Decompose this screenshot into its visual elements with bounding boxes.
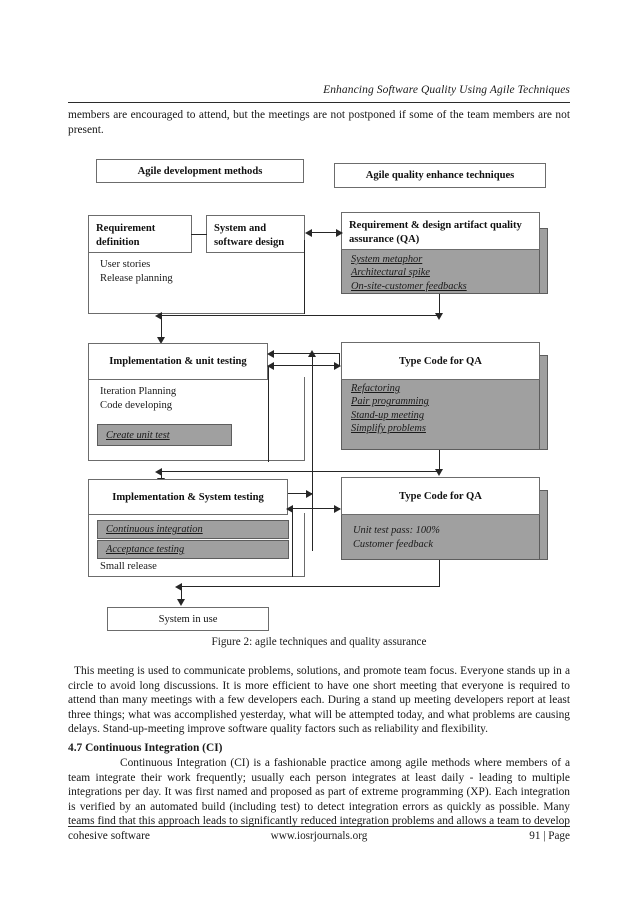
connector-qa1-down [439, 294, 441, 316]
qa-unit-item-3: Simplify problems [351, 423, 426, 435]
arrowhead-into-system-in-use [177, 599, 185, 606]
arrowhead-systest-to-riser [306, 490, 313, 498]
arrowhead-into-impl [157, 337, 165, 344]
footer-rule [68, 826, 570, 828]
node-system-in-use: System in use [107, 607, 269, 631]
connector-into-impl [161, 315, 163, 340]
footer-page-number: 91 | Page [529, 830, 570, 842]
arrowhead-impl-to-qa2-right [334, 362, 341, 370]
node-qa-system: Type Code for QA [341, 477, 540, 515]
connector-qa1-to-impl [162, 315, 440, 317]
connector-impl-to-qa2 [274, 365, 340, 367]
connector-qa2-down [439, 450, 441, 472]
qa-system-item-0: Unit test pass: 100% [353, 525, 440, 536]
connector-central-riser [312, 355, 314, 551]
arrowhead-qa3-to-system-in-use [175, 583, 182, 591]
section-body: Continuous Integration (CI) is a fashion… [68, 757, 570, 842]
arrowhead-qa1-down [435, 313, 443, 320]
connector-qa2-to-impl-top [274, 353, 340, 355]
connector-qa2-riser [339, 353, 341, 366]
node-qa-unit: Type Code for QA [341, 342, 540, 380]
footer-site: www.iosrjournals.org [270, 830, 368, 842]
qa-unit-item-0: Refactoring [351, 383, 401, 394]
arrowhead-qa2-to-impl-top [267, 350, 274, 358]
connector-impl-down-joint [268, 366, 274, 368]
connector-systest-qa3 [293, 508, 340, 510]
arrowhead-design-qa1-right [336, 229, 343, 237]
qa-unit-item-1: Pair programming [351, 396, 429, 408]
connector-qa3-down [439, 560, 441, 587]
connector-into-systest [161, 471, 163, 481]
connector-qa3-to-system-in-use [182, 586, 440, 588]
arrowhead-qa2-down [435, 469, 443, 476]
running-head: Enhancing Software Quality Using Agile T… [323, 84, 570, 96]
qa-system-items: Unit test pass: 100% Customer feedback [353, 524, 440, 551]
system-testing-plain: Small release [100, 561, 157, 572]
connector-into-system-in-use [181, 586, 183, 602]
intro-paragraph: members are encouraged to attend, but th… [68, 109, 570, 136]
node-qa-requirement-design: Requirement & design artifact quality as… [341, 212, 540, 250]
arrowhead-systest-qa3-right [334, 505, 341, 513]
connector-qa2-to-systest [162, 471, 440, 473]
figure-column-title-left: Agile development methods [96, 159, 304, 183]
figure-caption: Figure 2: agile techniques and quality a… [211, 636, 427, 648]
node-implementation-unit-testing: Implementation & unit testing [88, 343, 268, 380]
qa-requirement-item-1: Architectural spike [351, 267, 430, 279]
arrowhead-design-qa1-left [305, 229, 312, 237]
system-testing-item-0: Continuous integration [97, 520, 289, 539]
connector-systest-right-leg [292, 508, 294, 577]
qa-requirement-item-2: On-site-customer feedbacks [351, 280, 467, 292]
implementation-system-frame [88, 513, 305, 577]
node-implementation-system-testing: Implementation & System testing [88, 479, 288, 515]
arrowhead-central-riser [308, 350, 316, 357]
qa-requirement-items: System metaphor Architectural spike On-s… [351, 253, 467, 293]
qa-requirement-item-0: System metaphor [351, 254, 423, 265]
node-requirement-definition: Requirement definition [88, 215, 192, 253]
mid-paragraph: This meeting is used to communicate prob… [68, 665, 570, 736]
node-system-software-design: System and software design [206, 215, 305, 253]
implementation-highlight: Create unit test [97, 424, 232, 446]
system-testing-item-1: Acceptance testing [97, 540, 289, 559]
connector-design-qa1 [312, 232, 342, 234]
connector-systest-to-riser [288, 493, 312, 495]
qa-unit-items: Refactoring Pair programming Stand-up me… [351, 382, 429, 436]
connector-impl-down-leg [268, 366, 270, 462]
figure-column-title-right: Agile quality enhance techniques [334, 163, 546, 188]
qa-system-item-1: Customer feedback [353, 538, 433, 550]
arrowhead-qa2-to-systest [155, 468, 162, 476]
arrowhead-systest-qa3-left [286, 505, 293, 513]
implementation-items: Iteration Planning Code developing [100, 386, 177, 411]
requirement-items: User stories Release planning [100, 259, 173, 284]
implementation-unit-frame [88, 377, 305, 461]
connector-design-down [304, 240, 306, 314]
connector-req-to-design [191, 234, 207, 236]
qa-unit-item-2: Stand-up meeting [351, 409, 425, 421]
arrowhead-qa1-to-impl [155, 312, 162, 320]
running-head-rule [68, 102, 570, 104]
section-heading: 4.7 Continuous Integration (CI) [68, 742, 223, 754]
